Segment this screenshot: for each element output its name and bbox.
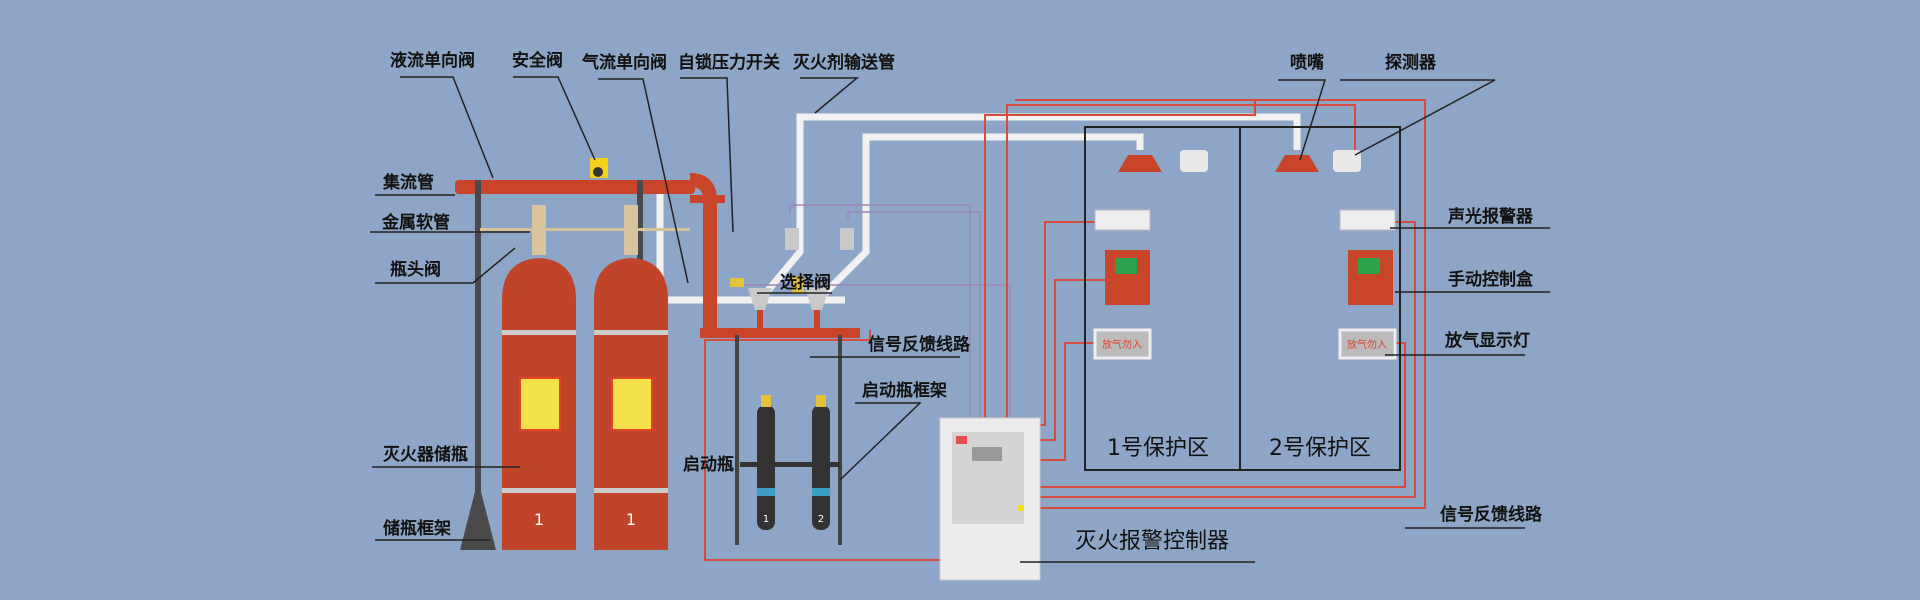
leader-lines (370, 76, 1550, 563)
label-safety-valve: 安全阀 (512, 50, 563, 71)
cylinder-number: 1 (626, 510, 636, 529)
label-release-light: 放气显示灯 (1444, 330, 1530, 351)
storage-cylinders: 1 1 (502, 205, 668, 550)
label-delivery-pipe: 灭火剂输送管 (792, 52, 895, 73)
starter-bottles: 1 2 (735, 335, 842, 545)
label-cylinder-frame: 储瓶框架 (383, 518, 451, 539)
zone-devices: 放气勿入 放气勿入 (1093, 150, 1397, 360)
cylinder-number: 1 (534, 510, 544, 529)
manifold-pipe (455, 173, 860, 338)
alarm-icon (1339, 209, 1396, 231)
release-light-text: 放气勿入 (1102, 338, 1142, 351)
label-alarm: 声光报警器 (1447, 206, 1534, 227)
signal-wires (738, 204, 1011, 418)
release-light-icon (1338, 328, 1397, 360)
label-gas-check-valve: 气流单向阀 (581, 52, 667, 73)
storage-cylinder-2: 1 (594, 205, 668, 550)
label-controller: 灭火报警控制器 (1075, 529, 1229, 554)
starter-number: 2 (818, 514, 824, 525)
label-starter-frame: 启动瓶框架 (862, 380, 947, 401)
label-detector: 探测器 (1385, 52, 1437, 73)
storage-cylinder-1: 1 (502, 205, 576, 550)
label-selector-valve: 选择阀 (780, 272, 831, 293)
starter-number: 1 (763, 514, 769, 525)
control-wires (704, 99, 1426, 561)
fire-alarm-controller (939, 417, 1041, 581)
release-light-icon (1093, 328, 1152, 360)
nozzle-icon (1275, 155, 1319, 172)
labels: 液流单向阀 安全阀 气流单向阀 自锁压力开关 灭火剂输送管 集流管 金属软管 瓶… (381, 50, 1543, 554)
delivery-pipes (656, 113, 1301, 304)
zone-1-label: 1号保护区 (1107, 436, 1209, 461)
label-manual-box: 手动控制盒 (1448, 269, 1534, 290)
detector-icon (1333, 150, 1361, 172)
label-manifold: 集流管 (382, 172, 434, 193)
alarm-icon (1094, 209, 1151, 231)
label-pressure-switch: 自锁压力开关 (678, 52, 780, 73)
label-liquid-check-valve: 液流单向阀 (390, 50, 475, 71)
label-starter-bottle: 启动瓶 (683, 454, 734, 475)
protection-zones: 1号保护区 2号保护区 (1084, 126, 1401, 471)
label-metal-hose: 金属软管 (381, 212, 450, 233)
detector-icon (1180, 150, 1208, 172)
safety-valve (590, 158, 608, 178)
label-signal-feedback-right: 信号反馈线路 (1440, 504, 1543, 525)
label-storage-cylinder: 灭火器储瓶 (382, 444, 468, 465)
label-cylinder-valve: 瓶头阀 (390, 259, 441, 280)
nozzle-icon (1118, 155, 1162, 172)
label-nozzle: 喷嘴 (1290, 53, 1324, 73)
label-signal-feedback-left: 信号反馈线路 (868, 334, 971, 355)
release-light-text: 放气勿入 (1347, 338, 1387, 351)
zone-2-label: 2号保护区 (1269, 436, 1371, 461)
